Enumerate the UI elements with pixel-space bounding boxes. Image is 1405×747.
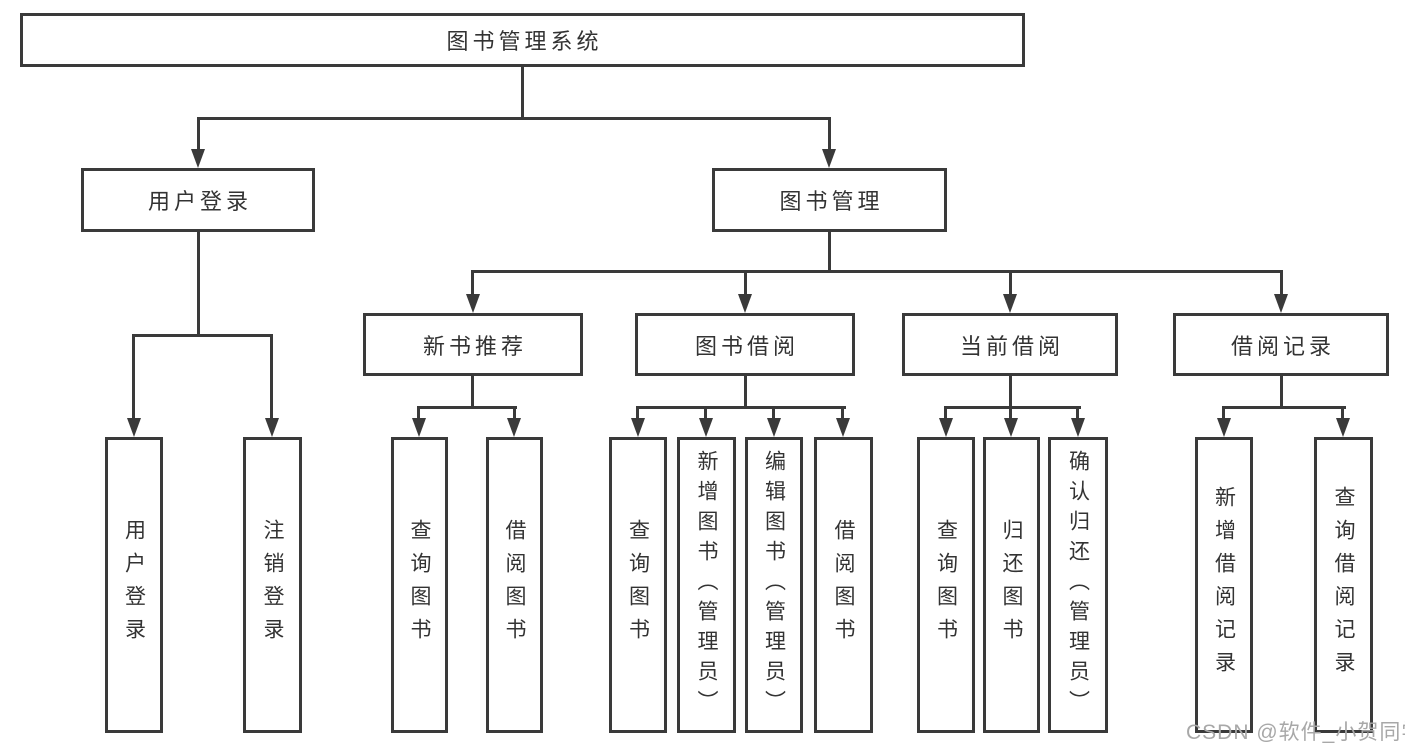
node-book-management: 图书管理 (712, 168, 947, 232)
connector-nr-stem2 (513, 406, 516, 422)
leaf-confirm-return-admin: 确认归还（管理员） (1048, 437, 1108, 733)
leaf-recommend-query-books-label: 查询图书 (408, 519, 431, 651)
connector-cb-stem1 (944, 406, 947, 422)
connector-bm-stem1 (471, 270, 474, 297)
connector-ul-stem (197, 232, 200, 337)
leaf-current-query-books: 查询图书 (917, 437, 975, 733)
node-current-borrow-label: 当前借阅 (959, 333, 1064, 359)
leaf-add-borrow-record: 新增借阅记录 (1195, 437, 1253, 733)
connector-nr-stem1 (417, 406, 420, 422)
arrow-down-icon (1071, 418, 1085, 437)
connector-nr-stem (471, 376, 474, 409)
connector-ul-stem2 (270, 334, 273, 422)
node-borrow-records-label: 借阅记录 (1230, 333, 1335, 359)
connector-bb-stem2 (704, 406, 707, 422)
arrow-down-icon (738, 294, 752, 313)
arrow-down-icon (1274, 294, 1288, 313)
leaf-query-borrow-record: 查询借阅记录 (1314, 437, 1373, 733)
node-current-borrow: 当前借阅 (902, 313, 1118, 376)
node-book-borrow-label: 图书借阅 (694, 333, 799, 359)
watermark: CSDN @软件_小贺同学 (1186, 721, 1405, 744)
leaf-current-query-books-label: 查询图书 (934, 519, 958, 651)
connector-bm-bar (471, 270, 1283, 273)
arrow-down-icon (507, 418, 521, 437)
arrow-down-icon (191, 149, 205, 168)
node-book-borrow: 图书借阅 (635, 313, 855, 376)
leaf-query-borrow-record-label: 查询借阅记录 (1332, 486, 1355, 684)
node-new-book-recommend-label: 新书推荐 (422, 333, 527, 359)
arrow-down-icon (265, 418, 279, 437)
connector-bb-stem1 (636, 406, 639, 422)
connector-br-bar (1222, 406, 1346, 409)
connector-bb-bar (636, 406, 846, 409)
node-user-login-label: 用户登录 (147, 189, 252, 214)
leaf-recommend-borrow-books: 借阅图书 (486, 437, 543, 733)
connector-br-stem1 (1222, 406, 1225, 422)
leaf-logout: 注销登录 (243, 437, 302, 733)
connector-ul-stem1 (132, 334, 135, 422)
connector-cb-stem (1009, 376, 1012, 409)
node-new-book-recommend: 新书推荐 (363, 313, 583, 376)
arrow-down-icon (466, 294, 480, 313)
arrow-down-icon (1003, 294, 1017, 313)
leaf-user-login: 用户登录 (105, 437, 163, 733)
connector-bb-stem4 (841, 406, 844, 422)
connector-bm-stem4 (1280, 270, 1283, 297)
leaf-return-books: 归还图书 (983, 437, 1040, 733)
leaf-recommend-borrow-books-label: 借阅图书 (503, 519, 526, 651)
node-user-login: 用户登录 (81, 168, 315, 232)
node-book-management-label: 图书管理 (779, 189, 884, 214)
connector-cb-stem3 (1076, 406, 1079, 422)
leaf-add-books-admin: 新增图书（管理员） (677, 437, 736, 733)
arrow-down-icon (836, 418, 850, 437)
node-borrow-records: 借阅记录 (1173, 313, 1389, 376)
node-root-label: 图书管理系统 (446, 29, 603, 54)
connector-nr-bar (417, 406, 517, 409)
connector-root-right-stem (828, 117, 831, 153)
node-root: 图书管理系统 (20, 13, 1025, 67)
connector-root-bar (197, 117, 831, 120)
connector-bb-stem3 (772, 406, 775, 422)
arrow-down-icon (412, 418, 426, 437)
arrow-down-icon (822, 149, 836, 168)
connector-ul-bar (132, 334, 273, 337)
arrow-down-icon (127, 418, 141, 437)
arrow-down-icon (699, 418, 713, 437)
leaf-borrow-borrow-books: 借阅图书 (814, 437, 873, 733)
leaf-edit-books-admin-label: 编辑图书（管理员） (762, 450, 786, 720)
leaf-logout-label: 注销登录 (261, 519, 284, 651)
connector-bm-stem3 (1009, 270, 1012, 297)
leaf-borrow-query-books: 查询图书 (609, 437, 667, 733)
connector-cb-stem2 (1009, 406, 1012, 422)
connector-br-stem (1280, 376, 1283, 409)
arrow-down-icon (1336, 418, 1350, 437)
arrow-down-icon (631, 418, 645, 437)
leaf-add-books-admin-label: 新增图书（管理员） (695, 450, 718, 720)
leaf-borrow-borrow-books-label: 借阅图书 (832, 519, 855, 651)
connector-bm-stem (828, 232, 831, 273)
connector-br-stem2 (1341, 406, 1344, 422)
leaf-recommend-query-books: 查询图书 (391, 437, 448, 733)
leaf-add-borrow-record-label: 新增借阅记录 (1212, 486, 1236, 684)
connector-bm-stem2 (744, 270, 747, 297)
arrow-down-icon (767, 418, 781, 437)
connector-bb-stem (744, 376, 747, 409)
leaf-user-login-label: 用户登录 (122, 519, 146, 651)
leaf-confirm-return-admin-label: 确认归还（管理员） (1066, 450, 1090, 720)
leaf-return-books-label: 归还图书 (1000, 519, 1023, 651)
arrow-down-icon (939, 418, 953, 437)
connector-root-left-stem (197, 117, 200, 153)
connector-root-stem (521, 66, 524, 120)
arrow-down-icon (1004, 418, 1018, 437)
leaf-edit-books-admin: 编辑图书（管理员） (745, 437, 803, 733)
connector-cb-bar (944, 406, 1081, 409)
leaf-borrow-query-books-label: 查询图书 (626, 519, 650, 651)
arrow-down-icon (1217, 418, 1231, 437)
